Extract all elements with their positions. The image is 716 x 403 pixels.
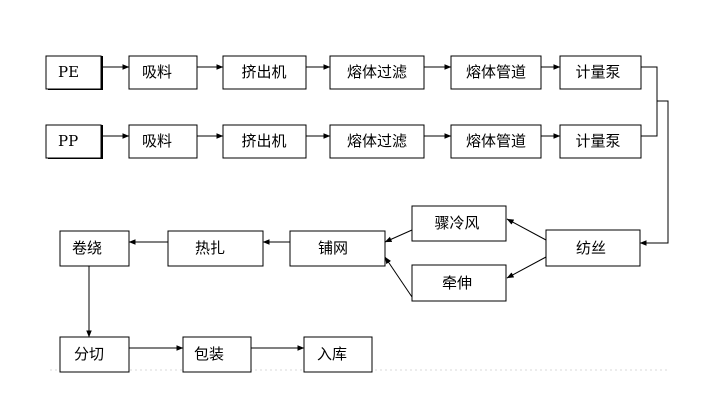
node-pp-pump: 计量泵 [559, 124, 642, 159]
node-pp-pipe-label: 熔体管道 [466, 132, 526, 150]
node-pp-filter-label: 熔体过滤 [347, 132, 407, 150]
node-pp: PP [45, 124, 103, 159]
node-pe-filter: 熔体过滤 [329, 55, 425, 90]
node-hot-rolling: 热扎 [167, 230, 264, 267]
node-pp-extruder: 挤出机 [222, 124, 307, 159]
node-pp-extruder-label: 挤出机 [241, 132, 286, 150]
node-pp-absorb: 吸料 [128, 124, 198, 159]
node-cutting: 分切 [59, 336, 130, 373]
node-packing-label: 包装 [194, 345, 224, 363]
arrow-spinning-to-quench-air [506, 218, 547, 241]
node-spinning-label: 纺丝 [576, 239, 606, 257]
node-pe-pump: 计量泵 [559, 55, 642, 90]
node-pp-pipe: 熔体管道 [450, 124, 542, 159]
arrow-drawing-to-web-laying [384, 256, 413, 298]
arrow-spinning-to-drawing [506, 256, 547, 279]
node-pe-pump-label: 计量泵 [575, 63, 620, 81]
node-pe-pipe: 熔体管道 [450, 55, 542, 90]
node-packing: 包装 [182, 336, 252, 373]
node-pe-absorb-label: 吸料 [142, 63, 172, 81]
node-hot-rolling-label: 热扎 [195, 239, 225, 257]
node-pp-filter: 熔体过滤 [329, 124, 425, 159]
node-pe-label: PE [58, 63, 79, 81]
arrow-quench-air-to-web-laying [384, 229, 413, 243]
node-winding-label: 卷绕 [72, 239, 102, 257]
node-pp-label: PP [58, 132, 78, 150]
node-quench-air: 骤冷风 [411, 205, 507, 242]
node-web-laying-label: 铺网 [318, 239, 348, 257]
node-pp-pump-label: 计量泵 [575, 132, 620, 150]
node-storage: 入库 [303, 336, 373, 373]
node-pe-absorb: 吸料 [128, 55, 198, 90]
node-pe: PE [45, 55, 103, 90]
node-pe-filter-label: 熔体过滤 [347, 63, 407, 81]
node-pe-extruder: 挤出机 [222, 55, 307, 90]
node-drawing-label: 牵伸 [442, 274, 472, 292]
node-pe-extruder-label: 挤出机 [241, 63, 286, 81]
arrow-pe-pump-to-spinning [639, 66, 669, 246]
arrow-pp-pump-to-spinning [641, 101, 658, 137]
node-pp-absorb-label: 吸料 [142, 132, 172, 150]
node-pe-pipe-label: 熔体管道 [466, 63, 526, 81]
node-quench-air-label: 骤冷风 [434, 214, 479, 232]
node-storage-label: 入库 [317, 345, 347, 363]
node-web-laying: 铺网 [289, 230, 386, 267]
flow-arrows [86, 64, 669, 351]
node-cutting-label: 分切 [74, 345, 104, 363]
node-winding: 卷绕 [59, 230, 130, 267]
node-drawing: 牵伸 [411, 264, 507, 302]
node-spinning: 纺丝 [545, 229, 641, 267]
